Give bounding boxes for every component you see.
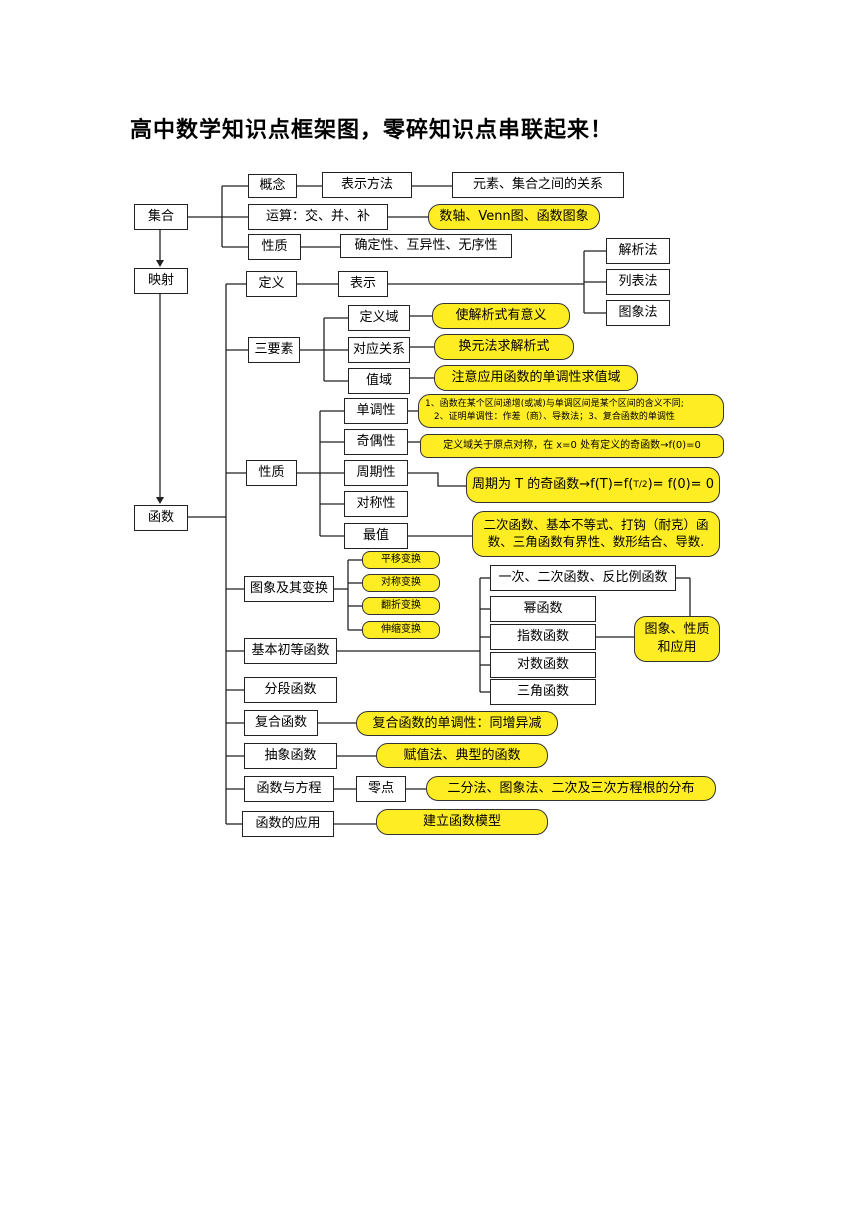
node-tuxiang-bianhuan: 图象及其变换	[244, 576, 334, 602]
node-yingshe: 映射	[134, 268, 188, 294]
node-duichen: 对称性	[344, 491, 408, 517]
node-lingdian: 零点	[356, 776, 406, 802]
node-jihe: 集合	[134, 204, 188, 230]
node-mi: 幂函数	[490, 596, 596, 622]
note-fanzhe: 翻折变换	[362, 597, 440, 615]
page-title: 高中数学知识点框架图，零碎知识点串联起来！	[130, 118, 614, 143]
node-dingyiyu: 定义域	[348, 305, 410, 331]
node-gainian: 概念	[248, 174, 297, 198]
node-liebiaofa: 列表法	[606, 269, 670, 295]
node-biaoshi-fangfa: 表示方法	[322, 172, 412, 198]
note-zhouqi-frac: T/2	[633, 479, 648, 490]
node-duishu: 对数函数	[490, 652, 596, 678]
node-xingzhi: 性质	[246, 460, 297, 486]
note-jiou: 定义域关于原点对称，在 x=0 处有定义的奇函数→f(0)=0	[420, 434, 724, 458]
node-yunsuan: 运算：交、并、补	[248, 204, 388, 230]
note-tuxiang-line2: 和应用	[657, 640, 697, 655]
node-xingzhi-set: 性质	[248, 234, 301, 260]
node-zuizhi: 最值	[344, 523, 408, 549]
note-duiying: 换元法求解析式	[434, 334, 574, 360]
node-fenduan: 分段函数	[244, 677, 337, 703]
node-fuhe: 复合函数	[244, 710, 318, 736]
node-hanshu: 函数	[134, 505, 188, 531]
note-zuizhi-line2: 数、三角函数有界性、数形结合、导数.	[487, 534, 705, 549]
note-dandiao-line1: 1、函数在某个区间递增(或减)与单调区间是某个区间的含义不同;	[425, 398, 684, 409]
node-queding: 确定性、互异性、无序性	[340, 234, 512, 258]
note-fuhe: 复合函数的单调性：同增异减	[356, 711, 558, 736]
node-fangcheng: 函数与方程	[244, 776, 334, 802]
node-yici: 一次、二次函数、反比例函数	[490, 565, 676, 591]
note-yingyong: 建立函数模型	[376, 809, 548, 835]
note-tuxiang-line1: 图象、性质	[644, 622, 710, 638]
node-dandiao: 单调性	[344, 398, 408, 424]
node-biaoshi: 表示	[338, 271, 388, 297]
node-tuxiangfa: 图象法	[606, 300, 670, 326]
node-sanyaosu: 三要素	[248, 337, 300, 363]
note-dandiao: 1、函数在某个区间递增(或减)与单调区间是某个区间的含义不同; 2、证明单调性：…	[418, 394, 724, 428]
note-zhouqi-pre: 周期为 T 的奇函数→f(T)=f(	[472, 477, 634, 493]
note-dandiao-line2: 2、证明单调性：作差（商）、导数法；3、复合函数的单调性	[433, 412, 675, 422]
node-sanjiao: 三角函数	[490, 679, 596, 705]
node-dingyi: 定义	[246, 271, 297, 297]
note-chouxiang: 赋值法、典型的函数	[376, 743, 548, 768]
note-zhouqi: 周期为 T 的奇函数→f(T)=f(T/2)= f(0)= 0	[466, 467, 720, 503]
node-jiben: 基本初等函数	[244, 638, 337, 664]
node-zhiyu: 值域	[348, 368, 410, 394]
note-zuizhi: 二次函数、基本不等式、打钩（耐克）函 数、三角函数有界性、数形结合、导数.	[472, 511, 720, 557]
node-yuansu: 元素、集合之间的关系	[452, 172, 624, 198]
note-zuizhi-line1: 二次函数、基本不等式、打钩（耐克）函	[483, 517, 709, 533]
node-chouxiang: 抽象函数	[244, 743, 337, 769]
note-pingyi: 平移变换	[362, 551, 440, 569]
note-duichen-bianhuan: 对称变换	[362, 574, 440, 592]
note-zhouqi-post: )= f(0)= 0	[647, 477, 714, 493]
note-shuzhou: 数轴、Venn图、函数图象	[428, 204, 600, 230]
note-dingyiyu: 使解析式有意义	[432, 303, 570, 329]
note-lingdian: 二分法、图象法、二次及三次方程根的分布	[426, 776, 716, 801]
node-jiexifa: 解析法	[606, 238, 670, 264]
node-zhishu: 指数函数	[490, 624, 596, 650]
node-duiying: 对应关系	[348, 337, 410, 363]
note-zhiyu: 注意应用函数的单调性求值域	[434, 365, 638, 391]
node-zhouqi: 周期性	[344, 460, 408, 486]
node-jiou: 奇偶性	[344, 429, 408, 455]
node-yingyong: 函数的应用	[242, 811, 334, 837]
note-tuxiang-xingzhi: 图象、性质 和应用	[634, 616, 720, 662]
note-shensuo: 伸缩变换	[362, 621, 440, 639]
